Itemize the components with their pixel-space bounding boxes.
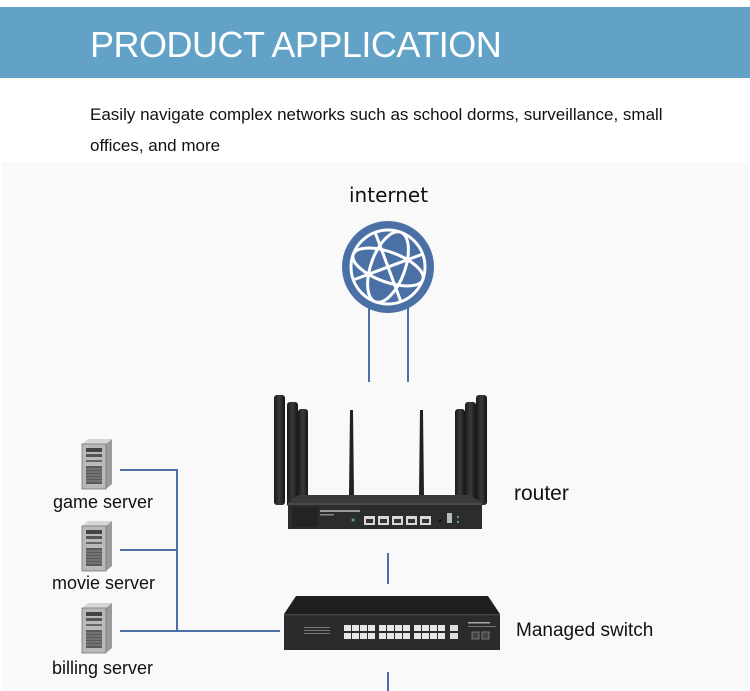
server-tower-icon (81, 439, 112, 490)
movie-server-label: movie server (52, 573, 156, 593)
router-icon (274, 395, 487, 529)
header-banner: PRODUCT APPLICATION (0, 7, 750, 78)
billing-server-label: billing server (52, 658, 154, 678)
router-label: router (514, 482, 569, 505)
server-tower-icon (81, 521, 112, 572)
globe-icon (342, 221, 434, 313)
internet-label: internet (349, 183, 429, 207)
switch-icon (284, 596, 500, 650)
description-text: Easily navigate complex networks such as… (90, 105, 663, 155)
game-server-label: game server (53, 492, 154, 512)
page-title: PRODUCT APPLICATION (90, 24, 502, 65)
server-tower-icon (81, 603, 112, 654)
switch-label: Managed switch (516, 620, 654, 641)
